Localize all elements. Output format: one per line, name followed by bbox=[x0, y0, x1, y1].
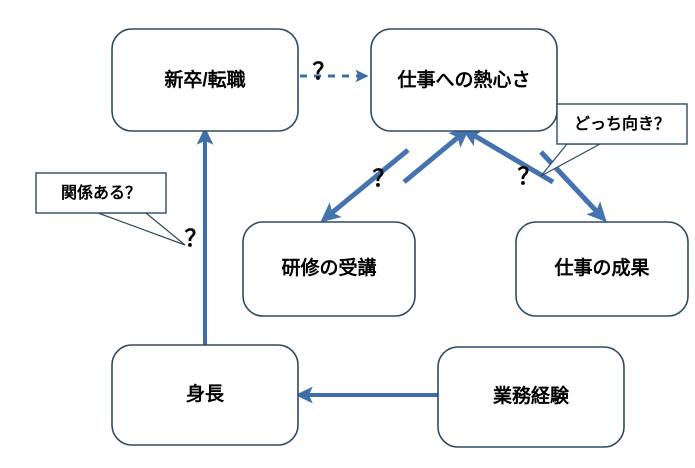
edge-label-q-vertical: ？ bbox=[185, 225, 208, 251]
edge-label-q-left-fork: ？ bbox=[373, 165, 396, 191]
node-kenshu-label: 研修の受講 bbox=[281, 256, 376, 279]
node-shinsotsu-shape[interactable] bbox=[111, 28, 299, 132]
node-nesshinsa-shape[interactable] bbox=[370, 28, 558, 132]
node-nesshinsa[interactable]: 仕事への熱心さ bbox=[370, 28, 558, 132]
node-seika-shape[interactable] bbox=[515, 221, 689, 317]
node-shinchou-shape[interactable] bbox=[111, 344, 299, 446]
node-keiken[interactable]: 業務経験 bbox=[437, 346, 625, 448]
callout-kankei[interactable]: 関係ある？ bbox=[35, 172, 186, 246]
node-shinsotsu-label: 新卒/転職 bbox=[164, 68, 245, 91]
edge-label-q-top: ？ bbox=[313, 58, 336, 84]
node-keiken-label: 業務経験 bbox=[492, 384, 570, 407]
callout-kankei-label: 関係ある？ bbox=[61, 183, 141, 202]
node-kenshu-shape[interactable] bbox=[242, 221, 416, 317]
edge-label-layer: ？ ？ ？ ？ bbox=[185, 58, 541, 251]
callout-kankei-tail bbox=[97, 212, 186, 246]
edge-label-q-right-fork: ？ bbox=[518, 163, 541, 189]
callout-layer: 関係ある？ どっち向き？ bbox=[35, 103, 688, 246]
edge-seika-to-nesshinsa bbox=[461, 127, 555, 185]
node-keiken-shape[interactable] bbox=[437, 346, 625, 448]
node-layer: 新卒/転職 仕事への熱心さ 研修の受講 仕事の成果 身長 業務経験 bbox=[111, 28, 689, 448]
node-nesshinsa-label: 仕事への熱心さ bbox=[396, 68, 530, 91]
node-shinsotsu[interactable]: 新卒/転職 bbox=[111, 28, 299, 132]
edge-kenshu-to-nesshinsa bbox=[402, 127, 470, 184]
edge-nesshinsa-to-kenshu bbox=[320, 148, 410, 223]
callout-docchi[interactable]: どっち向き？ bbox=[540, 103, 688, 177]
callout-kankei-shape[interactable] bbox=[35, 172, 167, 214]
node-seika-label: 仕事の成果 bbox=[553, 256, 649, 279]
callout-docchi-label: どっち向き？ bbox=[574, 114, 670, 133]
callout-docchi-shape[interactable] bbox=[556, 103, 688, 145]
edge-layer bbox=[196, 69, 607, 404]
node-shinchou[interactable]: 身長 bbox=[111, 344, 299, 446]
node-kenshu[interactable]: 研修の受講 bbox=[242, 221, 416, 317]
node-seika[interactable]: 仕事の成果 bbox=[515, 221, 689, 317]
edge-nesshinsa-to-seika bbox=[539, 150, 607, 223]
node-shinchou-label: 身長 bbox=[186, 382, 225, 405]
